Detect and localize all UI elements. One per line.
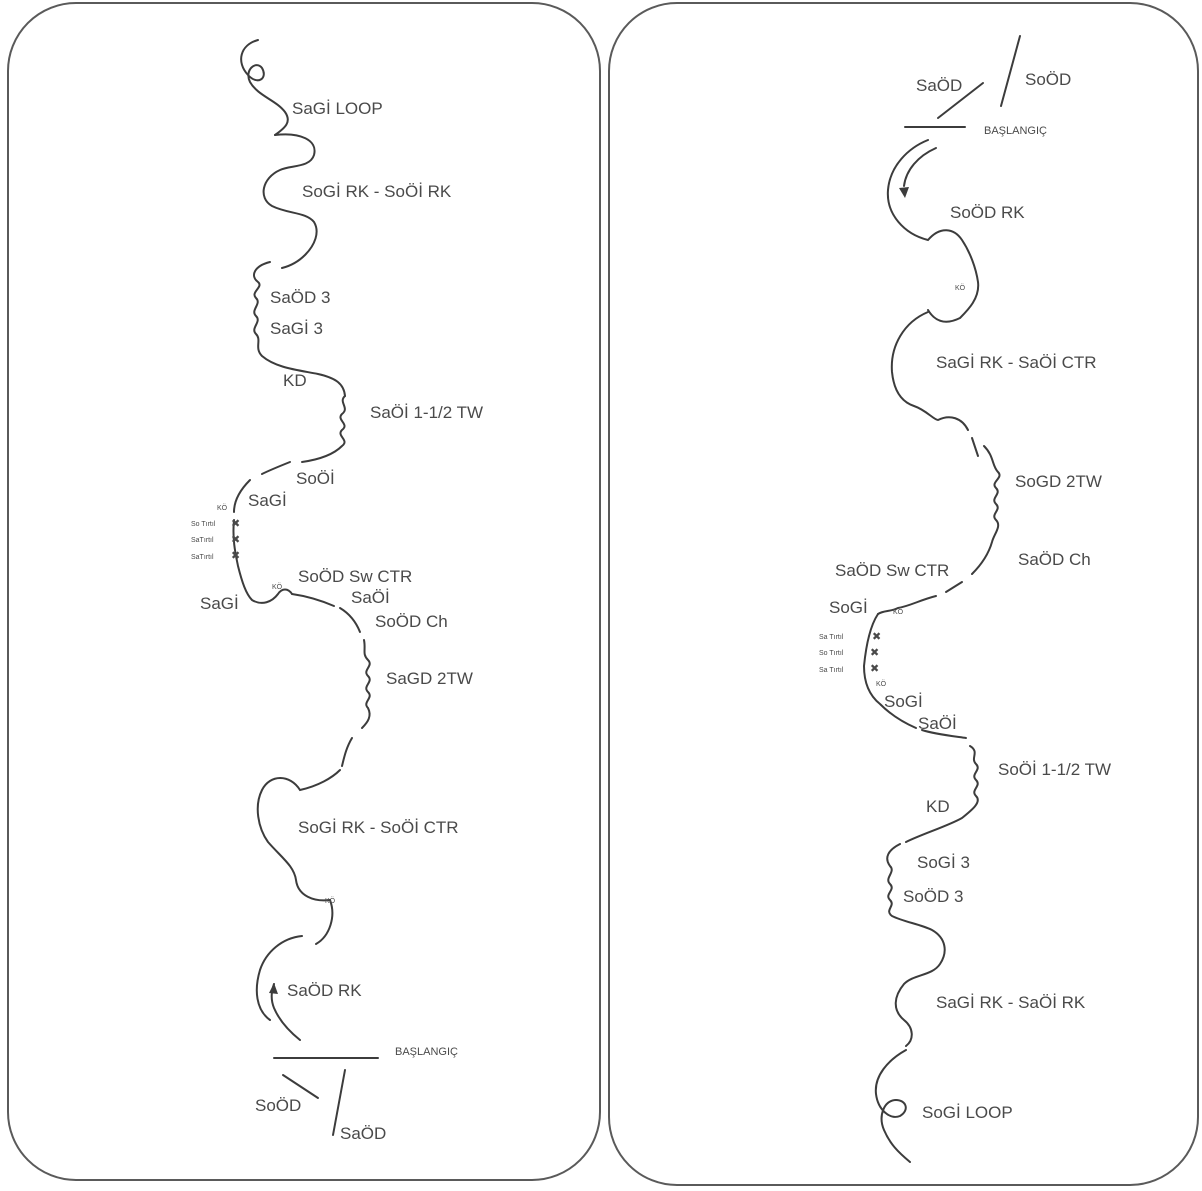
twizzle-tracing xyxy=(971,445,1001,575)
ctr-seg xyxy=(877,595,937,615)
x-mark-1: ✖ xyxy=(872,631,881,643)
x-mark-3: ✖ xyxy=(231,550,240,562)
x-mark-2: ✖ xyxy=(231,534,240,546)
label-saoi-tw: SaÖİ 1-1/2 TW xyxy=(370,403,483,422)
label-baslangic: BAŞLANGIÇ xyxy=(984,125,1047,137)
x-mark-3: ✖ xyxy=(870,663,879,675)
left-panel-tracing xyxy=(232,39,379,1136)
label-sa-tirtil-1: SaTırtıl xyxy=(191,537,214,544)
label-sood-rk: SoÖD RK xyxy=(950,203,1025,222)
edge-seg-3 xyxy=(341,737,353,767)
label-sagi-upper: SaGİ xyxy=(248,491,287,510)
rk-ctr-tracing xyxy=(256,769,341,945)
label-sood-ch: SoÖD Ch xyxy=(375,612,448,631)
label-ko-3: KÖ xyxy=(325,897,336,905)
label-saod-rk: SaÖD RK xyxy=(287,981,362,1000)
rk-ctr-tracing xyxy=(890,311,969,431)
label-saoi: SaÖİ xyxy=(918,714,957,733)
sood-mark xyxy=(282,1074,319,1099)
left-panel-frame xyxy=(7,2,601,1181)
label-sogd-2tw: SoGD 2TW xyxy=(1015,472,1102,491)
edge-seg-2 xyxy=(233,479,251,513)
three-turn-tracing xyxy=(253,261,346,397)
label-sood: SoÖD xyxy=(1025,70,1071,89)
three-turn-tracing xyxy=(886,843,946,1047)
label-so-tirtil: So Tırtıl xyxy=(191,521,216,528)
label-sogi-rk-sooi-rk: SoGİ RK - SoÖİ RK xyxy=(302,182,452,201)
label-ko-3: KÖ xyxy=(876,680,887,688)
step-tracing xyxy=(862,613,917,729)
edge-seg-3 xyxy=(921,729,967,739)
label-saod-sw-ctr: SaÖD Sw CTR xyxy=(835,561,949,580)
label-sagi-loop: SaGİ LOOP xyxy=(292,99,383,118)
label-saod: SaÖD xyxy=(916,76,962,95)
twizzle-tracing xyxy=(301,395,346,463)
label-sogi-loop: SoGİ LOOP xyxy=(922,1103,1013,1122)
label-sooi-tw: SoÖİ 1-1/2 TW xyxy=(998,760,1111,779)
left-panel-labels: SaGİ LOOP SoGİ RK - SoÖİ RK SaÖD 3 SaGİ … xyxy=(191,99,483,1143)
edge-seg-2 xyxy=(945,581,963,593)
sood-mark xyxy=(1000,35,1021,107)
label-sa-tirtil-1: Sa Tırtıl xyxy=(819,634,844,641)
label-kd: KD xyxy=(283,371,307,390)
edge-seg-1 xyxy=(971,437,979,457)
right-panel-tracing xyxy=(862,35,1021,1163)
arrow-arc xyxy=(903,147,937,187)
edge-seg-1 xyxy=(261,461,291,475)
label-sagi-rk-saoi-ctr: SaGİ RK - SaÖİ CTR xyxy=(936,353,1097,372)
arrow-head-icon xyxy=(269,983,278,994)
label-ko-1: KÖ xyxy=(217,504,228,512)
label-sa-tirtil-2: Sa Tırtıl xyxy=(819,667,844,674)
x-mark-1: ✖ xyxy=(231,518,240,530)
label-sogi-rk-sooi-ctr: SoGİ RK - SoÖİ CTR xyxy=(298,818,459,837)
label-sood: SoÖD xyxy=(255,1096,301,1115)
label-sa-tirtil-2: SaTırtıl xyxy=(191,554,214,561)
label-ko-1: KÖ xyxy=(955,284,966,292)
rk-tracing xyxy=(886,139,980,323)
label-sood-3: SoÖD 3 xyxy=(903,887,963,906)
right-panel-labels: SaÖD SoÖD BAŞLANGIÇ SoÖD RK KÖ SaGİ RK -… xyxy=(819,70,1111,1122)
label-sagi-rk-saoi-rk: SaGİ RK - SaÖİ RK xyxy=(936,993,1086,1012)
label-sood-sw-ctr: SoÖD Sw CTR xyxy=(298,567,412,586)
twizzle-2-tracing xyxy=(361,639,371,729)
label-saoi: SaÖİ xyxy=(351,588,390,607)
rk-2-tracing xyxy=(255,935,303,1021)
label-sooi: SoÖİ xyxy=(296,469,335,488)
label-sagi-lower: SaGİ xyxy=(200,594,239,613)
twizzle-2-tracing xyxy=(905,745,979,843)
right-panel-frame xyxy=(608,2,1199,1186)
ch-seg xyxy=(339,607,361,633)
label-ko-2: KÖ xyxy=(893,608,904,616)
label-sogi-lower: SoGİ xyxy=(884,692,923,711)
label-sogi-upper: SoGİ xyxy=(829,598,868,617)
ctr-seg xyxy=(291,593,335,607)
label-saod-ch: SaÖD Ch xyxy=(1018,550,1091,569)
label-saod-3: SaÖD 3 xyxy=(270,288,330,307)
x-mark-2: ✖ xyxy=(870,647,879,659)
step-tracing xyxy=(232,519,293,604)
saod-mark xyxy=(332,1069,346,1136)
loop-tracing xyxy=(240,39,289,136)
label-so-tirtil: So Tırtıl xyxy=(819,650,844,657)
label-kd: KD xyxy=(926,797,950,816)
loop-tracing xyxy=(874,1049,911,1163)
label-sagd-2tw: SaGD 2TW xyxy=(386,669,473,688)
saod-mark xyxy=(937,82,984,119)
label-baslangic: BAŞLANGIÇ xyxy=(395,1046,458,1058)
arrow-head-icon xyxy=(899,187,909,198)
label-sogi-3: SoGİ 3 xyxy=(917,853,970,872)
rk-tracing xyxy=(262,133,318,269)
label-ko-2: KÖ xyxy=(272,583,283,591)
label-sagi-3: SaGİ 3 xyxy=(270,319,323,338)
label-saod: SaÖD xyxy=(340,1124,386,1143)
